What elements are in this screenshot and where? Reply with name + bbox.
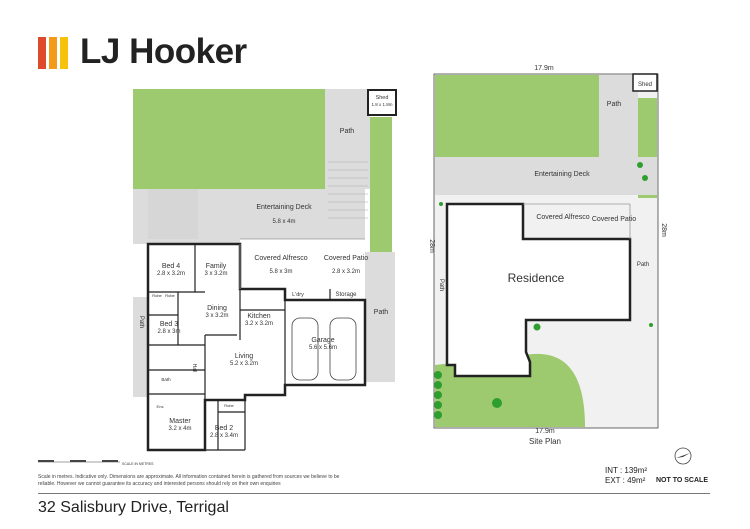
site-shed-label: Shed — [638, 82, 652, 88]
site-deck-label: Entertaining Deck — [534, 171, 590, 178]
scale-bar — [38, 460, 120, 463]
lawn-area — [133, 89, 325, 189]
site-path-right-label: Path — [637, 262, 649, 268]
shrubs — [434, 162, 653, 419]
path-area — [325, 89, 370, 189]
bed3-dims: 2.8 x 3m — [157, 329, 180, 335]
site-patio-label: Covered Patio — [592, 216, 636, 223]
steps — [328, 161, 368, 219]
site-shed — [632, 73, 658, 92]
house-walls — [146, 242, 367, 452]
garage-dims: 5.6 x 5.6m — [309, 345, 337, 351]
robe1-label: Robe — [152, 293, 162, 298]
left-path — [133, 297, 148, 397]
site-deck — [435, 157, 657, 195]
residence-label: Residence — [508, 271, 565, 285]
residence-outline — [445, 202, 632, 378]
site-path-top — [599, 75, 638, 157]
bed2-label: Bed 2 — [215, 425, 233, 432]
site-plan-title: Site Plan — [529, 437, 561, 446]
interior-walls — [148, 244, 331, 451]
bed4-label: Bed 4 — [162, 263, 180, 270]
site-alfresco-label: Covered Alfresco — [536, 214, 589, 221]
site-depth-right: 28m — [660, 223, 667, 237]
property-address: 32 Salisbury Drive, Terrigal — [38, 499, 229, 516]
laundry-label: L'dry — [292, 292, 304, 298]
compass-icon — [674, 447, 692, 465]
garage-cars — [291, 317, 357, 381]
pool-shadow — [148, 189, 198, 239]
living-dims: 5.2 x 3.2m — [230, 361, 258, 367]
kitchen-dims: 3.2 x 3.2m — [245, 321, 273, 327]
site-width-bottom: 17.9m — [535, 428, 555, 435]
robe2-label: Robe — [165, 293, 175, 298]
site-depth-left: 28m — [428, 239, 435, 253]
internal-area: INT : 139m² — [605, 466, 648, 475]
path-top-label: Path — [340, 128, 355, 135]
living-label: Living — [235, 353, 253, 360]
bed4-dims: 2.8 x 3.2m — [157, 271, 185, 277]
logo-bar-orange — [49, 37, 57, 69]
path-right-label: Path — [374, 309, 389, 316]
bath-label: Bath — [161, 377, 171, 382]
family-label: Family — [206, 263, 227, 270]
family-dims: 3 x 3.2m — [204, 271, 227, 277]
divider — [38, 493, 710, 494]
site-lawn — [435, 75, 599, 157]
brand-name: LJ Hooker — [80, 32, 247, 71]
site-path-top-label: Path — [607, 101, 622, 108]
garage-label: Garage — [311, 337, 334, 344]
logo-bar-yellow — [60, 37, 68, 69]
not-to-scale: NOT TO SCALE — [656, 477, 708, 484]
area-summary: INT : 139m² EXT : 49m² — [605, 466, 647, 486]
logo-bar-red — [38, 37, 46, 69]
bed2-dims: 2.8 x 3.4m — [210, 433, 238, 439]
dining-dims: 3 x 3.2m — [205, 313, 228, 319]
kitchen-label: Kitchen — [247, 313, 270, 320]
master-label: Master — [169, 418, 191, 425]
side-path — [365, 252, 395, 382]
ensuite-label: Ens — [157, 404, 164, 409]
path-left-label: Path — [138, 316, 144, 328]
entertaining-deck-dims: 5.8 x 4m — [272, 219, 295, 225]
site-width-top: 17.9m — [534, 65, 554, 72]
hall-label: Hall — [191, 364, 197, 373]
deck-area — [240, 189, 365, 239]
dining-label: Dining — [207, 305, 227, 312]
shed-dims: 1.8 x 1.8m — [371, 102, 392, 107]
covered-patio-dims: 2.8 x 3.2m — [332, 269, 360, 275]
master-dims: 3.2 x 4m — [168, 426, 191, 432]
shed-label: Shed — [376, 95, 389, 101]
external-area: EXT : 49m² — [605, 476, 646, 485]
brand-logo-bars — [38, 37, 72, 69]
covered-alfresco-dims: 5.8 x 3m — [269, 269, 292, 275]
covered-alfresco-label: Covered Alfresco — [254, 255, 307, 262]
robe3-label: Robe — [224, 403, 234, 408]
scale-label: SCALE IN METRES — [122, 462, 154, 466]
storage-label: Storage — [335, 292, 357, 298]
entertaining-deck-label: Entertaining Deck — [256, 204, 312, 211]
side-lawn — [370, 117, 392, 252]
covered-patio-label: Covered Patio — [324, 255, 368, 262]
disclaimer: Scale in metres. Indicative only. Dimens… — [38, 474, 340, 487]
shed-room — [367, 89, 397, 116]
bed3-label: Bed 3 — [160, 321, 178, 328]
site-path-left-label: Path — [438, 279, 444, 291]
